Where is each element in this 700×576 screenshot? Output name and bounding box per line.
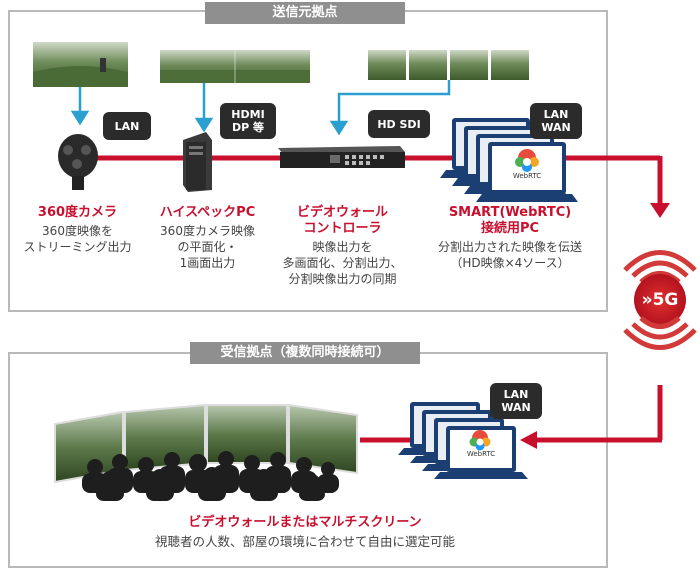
flat-thumbnail	[160, 50, 310, 83]
webrtc-logo-icon	[469, 430, 491, 451]
5g-label: »5G	[641, 290, 679, 310]
hdsdi-badge: HD SDI	[368, 110, 430, 138]
webrtc-logo-text-sender: WebRTC	[512, 172, 542, 180]
sender-site-title: 送信元拠点	[205, 2, 405, 24]
split-thumbnails	[368, 50, 529, 80]
receiver-site-title: 受信拠点（複数同時接続可）	[190, 342, 420, 364]
panorama-thumbnail	[33, 42, 128, 87]
receiver-laptops-icon	[398, 402, 528, 479]
camera-label: 360度カメラ 360度映像を ストリーミング出力	[23, 205, 132, 254]
blue-arrows	[70, 80, 451, 136]
pc-label: ハイスペックPC 360度カメラ映像 の平面化・ 1画面出力	[159, 205, 256, 270]
webrtc-logo-icon	[515, 149, 539, 172]
lan-badge: LAN	[103, 112, 151, 140]
receiver-caption: ビデオウォールまたはマルチスクリーン 視聴者の人数、部屋の環境に合わせて自由に選…	[154, 515, 455, 549]
5g-signal-icon	[623, 250, 697, 350]
sender-laptops-icon	[440, 118, 578, 202]
camera-360-icon	[58, 134, 98, 190]
controller-label: ビデオウォール コントローラ 映像出力を 多画面化、分割出力、 分割映像出力の同…	[282, 205, 403, 286]
audience-silhouettes	[82, 451, 339, 501]
videowall-controller-icon	[278, 146, 405, 168]
webrtc-logo-text-receiver: WebRTC	[466, 450, 496, 458]
smartpc-label: SMART(WebRTC) 接続用PC 分割出力された映像を伝送 （HD映像×4…	[437, 205, 582, 270]
videowall-screens	[54, 403, 358, 484]
tower-pc-icon	[183, 132, 212, 192]
